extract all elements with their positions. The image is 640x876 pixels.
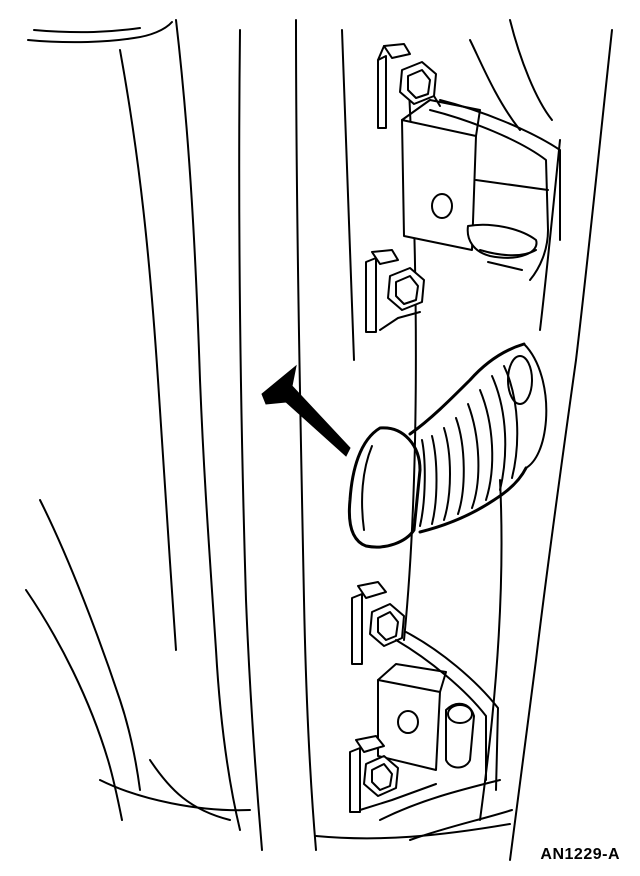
door-pillar (239, 20, 612, 860)
indicator-arrow (262, 366, 350, 456)
upper-hinge (366, 44, 560, 332)
door-panel (26, 20, 250, 830)
figure-code: AN1229-A (540, 846, 620, 863)
upper-hinge-bolt-top (400, 62, 440, 106)
wiring-harness-boot (349, 344, 546, 547)
upper-hinge-bolt-bottom (388, 268, 424, 310)
lower-hinge-bolt-bottom (364, 756, 398, 796)
lower-hinge-bolt-top (370, 604, 404, 646)
lower-hinge (350, 582, 498, 812)
